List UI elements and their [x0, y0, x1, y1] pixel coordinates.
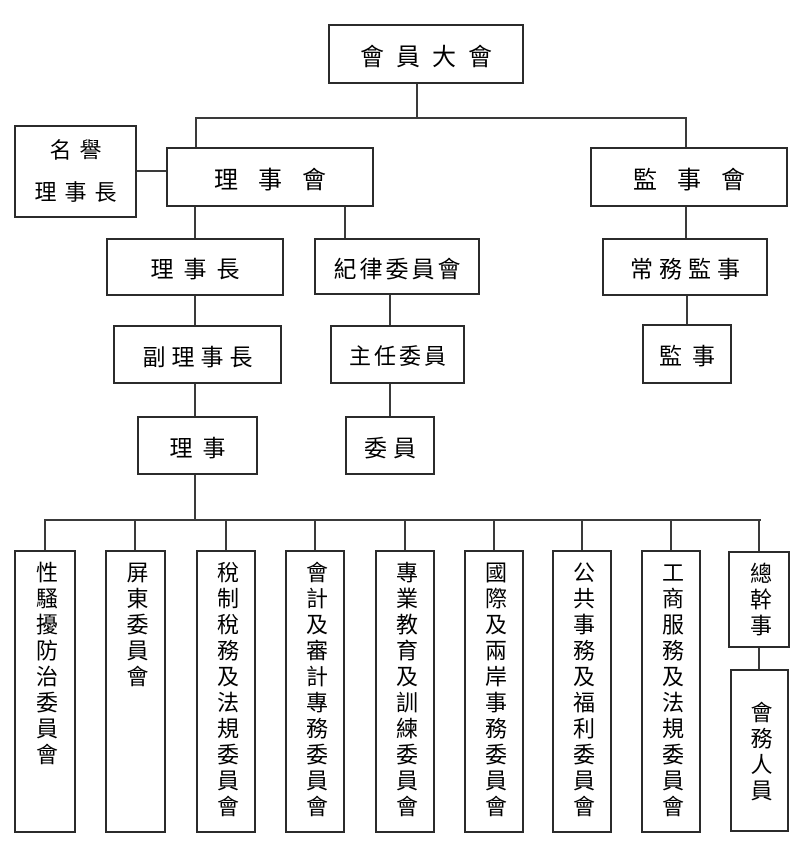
- node-label: 副理事長: [142, 344, 259, 370]
- node-label: 總幹事: [747, 562, 772, 640]
- node-commissioner: 委員: [345, 416, 435, 475]
- node-committee-business-service-regulations: 工商服務及法規委員會: [641, 550, 701, 833]
- connector-line: [314, 519, 316, 551]
- node-board-of-directors: 理事會: [166, 147, 374, 207]
- connector-line: [137, 170, 166, 172]
- connector-line: [134, 519, 136, 551]
- connector-line: [225, 519, 227, 551]
- node-label: 工商服務及法規委員會: [659, 561, 684, 821]
- node-label: 理事長: [150, 257, 250, 282]
- node-label: 監事: [659, 344, 725, 369]
- node-label: 常務監事: [630, 257, 746, 282]
- node-committee-pingtung: 屏東委員會: [105, 550, 166, 833]
- connector-line: [344, 206, 346, 239]
- node-label: 主任委員: [348, 343, 449, 369]
- node-label: 會員大會: [360, 44, 504, 71]
- node-label: 專業教育及訓練委員會: [393, 561, 418, 821]
- node-label: 性騷擾防治委員會: [33, 561, 58, 769]
- node-label: 監事會: [633, 167, 765, 194]
- connector-line: [685, 117, 687, 148]
- node-board-of-supervisors: 監事會: [590, 147, 788, 207]
- node-committee-international-cross-strait: 國際及兩岸事務委員會: [464, 550, 524, 833]
- node-label: 會計及審計專務委員會: [303, 561, 328, 821]
- node-label: 稅制稅務及法規委員會: [214, 561, 239, 821]
- connector-line: [670, 519, 672, 551]
- node-chief-commissioner: 主任委員: [330, 325, 465, 384]
- node-committee-public-affairs-welfare: 公共事務及福利委員會: [552, 550, 612, 833]
- node-committee-tax-system-and-regulations: 稅制稅務及法規委員會: [196, 550, 256, 833]
- connector-line: [194, 295, 196, 326]
- connector-line: [685, 206, 687, 239]
- connector-line: [416, 84, 418, 119]
- connector-line: [389, 383, 391, 417]
- node-label: 國際及兩岸事務委員會: [482, 561, 507, 821]
- node-label-line2: 理事長: [34, 179, 125, 205]
- connector-line: [44, 519, 46, 551]
- node-label: 委員: [364, 435, 422, 461]
- node-director: 理事: [137, 416, 258, 475]
- node-label-line1: 名譽: [49, 137, 110, 163]
- node-committee-accounting-and-audit: 會計及審計專務委員會: [285, 550, 345, 833]
- connector-line: [404, 519, 406, 551]
- node-label: 會務人員: [747, 700, 773, 805]
- node-committee-sexual-harassment-prevention: 性騷擾防治委員會: [14, 550, 76, 833]
- node-label: 公共事務及福利委員會: [570, 561, 595, 821]
- node-supervisor: 監事: [642, 324, 732, 384]
- node-committee-professional-education-training: 專業教育及訓練委員會: [375, 550, 435, 833]
- node-secretary-general: 總幹事: [728, 551, 790, 648]
- connector-line: [389, 294, 391, 326]
- connector-line: [195, 117, 687, 119]
- node-label: 屏東委員會: [123, 561, 149, 691]
- connector-line: [581, 519, 583, 551]
- connector-line: [758, 519, 760, 551]
- connector-line: [194, 206, 196, 239]
- connector-line: [194, 383, 196, 417]
- node-label: 理事: [169, 435, 236, 461]
- connector-line: [686, 295, 688, 325]
- node-vice-chairman: 副理事長: [113, 325, 282, 384]
- connector-line: [194, 474, 196, 520]
- node-chairman: 理事長: [106, 238, 284, 296]
- connector-line: [493, 519, 495, 551]
- node-label: 理事會: [214, 167, 346, 194]
- node-standing-supervisor: 常務監事: [602, 238, 768, 296]
- node-honorary-chairman: 名譽 理事長: [14, 125, 137, 218]
- node-general-assembly: 會員大會: [328, 24, 524, 84]
- connector-line: [195, 117, 197, 148]
- connector-line: [44, 519, 761, 521]
- node-association-staff: 會務人員: [730, 669, 789, 832]
- node-label: 紀律委員會: [333, 256, 464, 282]
- node-discipline-committee: 紀律委員會: [314, 238, 480, 295]
- connector-line: [758, 647, 760, 670]
